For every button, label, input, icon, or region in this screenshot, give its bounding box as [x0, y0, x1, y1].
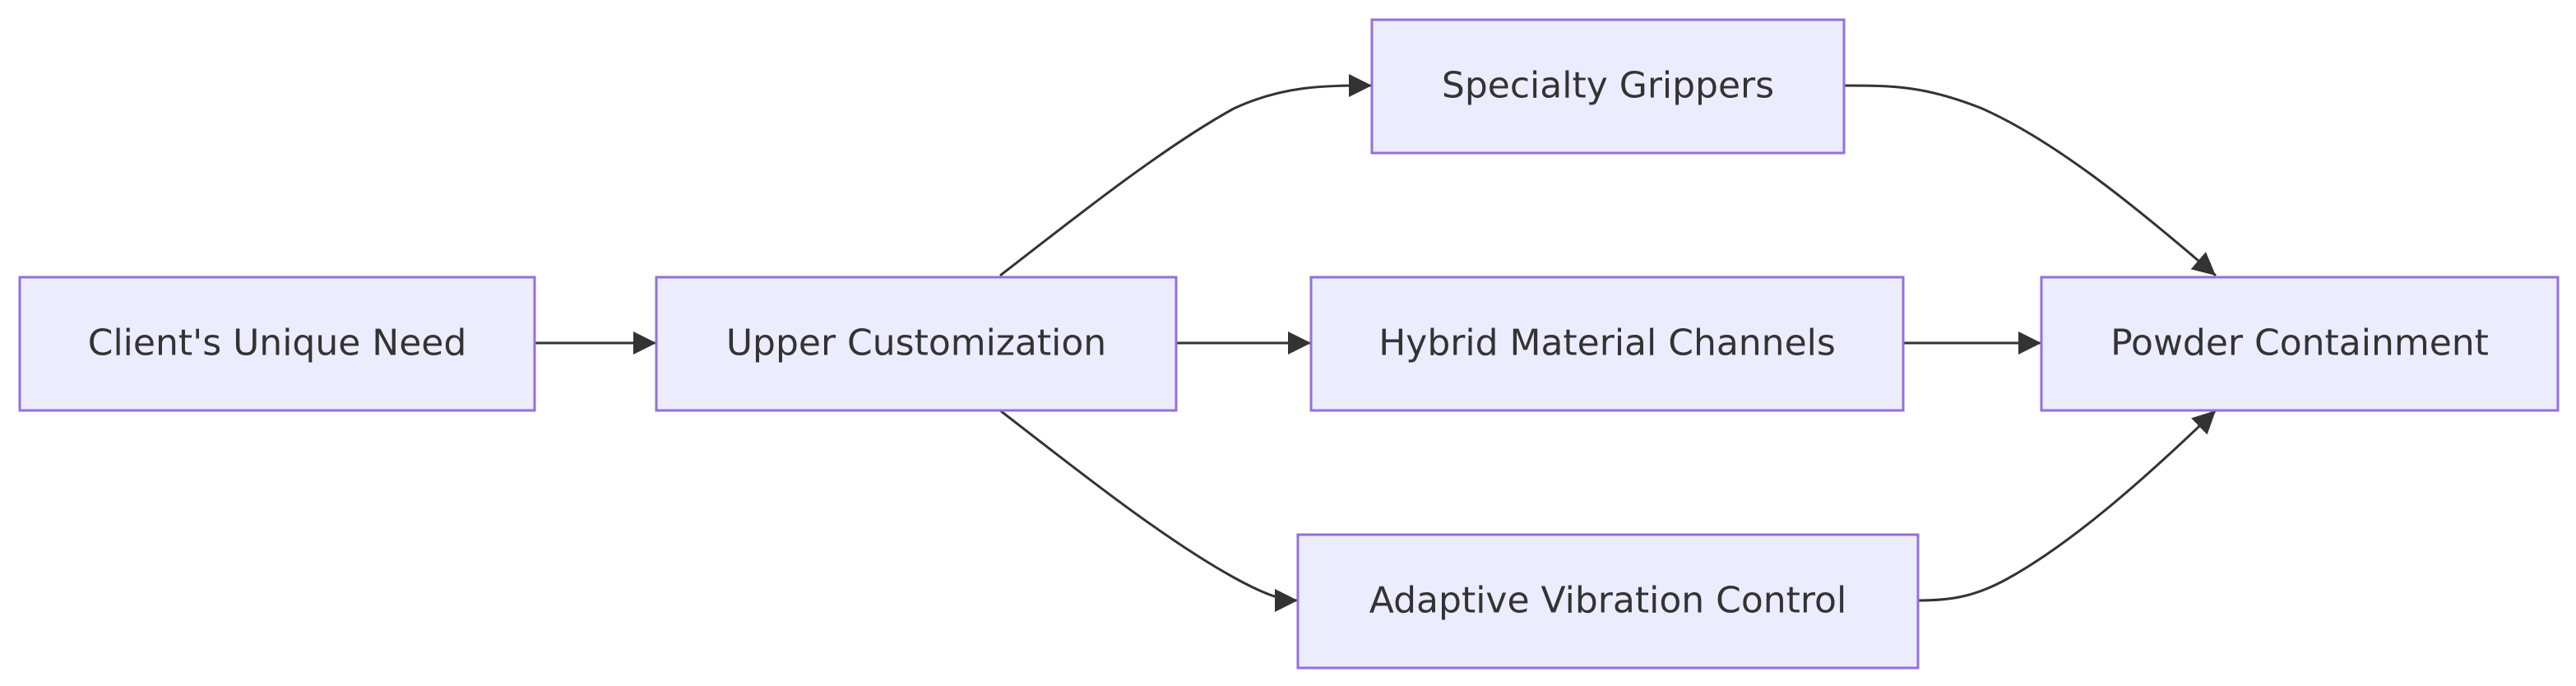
node-upper-customization[interactable]: Upper Customization: [655, 276, 1178, 412]
node-hybrid-channels-label: Hybrid Material Channels: [1378, 322, 1836, 364]
node-adaptive-vibration-label: Adaptive Vibration Control: [1369, 580, 1846, 622]
node-client-need[interactable]: Client's Unique Need: [18, 276, 536, 412]
node-powder-containment-label: Powder Containment: [2110, 322, 2489, 364]
edge-specialty-grippers-to-powder-containment: [1843, 84, 2217, 277]
node-powder-containment[interactable]: Powder Containment: [2040, 276, 2560, 412]
node-adaptive-vibration[interactable]: Adaptive Vibration Control: [1296, 533, 1920, 670]
node-specialty-grippers[interactable]: Specialty Grippers: [1370, 18, 1846, 155]
node-specialty-grippers-label: Specialty Grippers: [1442, 65, 1774, 107]
edge-adaptive-vibration-to-powder-containment: [1917, 409, 2217, 602]
edges: [535, 74, 2217, 612]
edge-upper-customization-to-adaptive-vibration: [999, 409, 1299, 612]
edge-upper-customization-to-specialty-grippers: [999, 74, 1373, 277]
node-upper-customization-label: Upper Customization: [726, 322, 1106, 364]
node-client-need-label: Client's Unique Need: [88, 322, 467, 364]
node-hybrid-channels[interactable]: Hybrid Material Channels: [1309, 276, 1905, 412]
